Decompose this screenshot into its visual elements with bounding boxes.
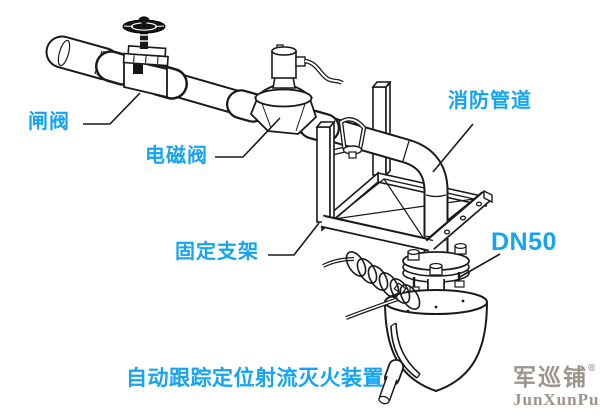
registered-mark: ® xyxy=(588,363,596,374)
gate-valve-illustration xyxy=(95,16,188,100)
solenoid-valve-illustration xyxy=(226,44,344,143)
flange-illustration xyxy=(402,242,470,300)
label-solenoid-valve: 电磁阀 xyxy=(145,145,208,167)
coil-cable-illustration xyxy=(322,251,421,320)
brand-logo-cn: 军巡铺 xyxy=(513,364,588,390)
label-gate-valve: 闸阀 xyxy=(28,111,70,133)
bracket-front-illustration xyxy=(315,119,493,252)
handwheel-illustration xyxy=(122,16,166,34)
label-device-name: 自动跟踪定位射流灭火装置 xyxy=(126,367,384,390)
pipe-clamp-illustration xyxy=(338,117,367,159)
label-fire-pipe: 消防管道 xyxy=(448,90,532,112)
brand-logo-en: JunXunPu xyxy=(513,390,600,409)
device-illustration xyxy=(378,289,488,405)
brand-logo: 军巡铺® JunXunPu xyxy=(513,363,600,409)
label-flange-size: DN50 xyxy=(491,228,557,256)
label-bracket: 固定支架 xyxy=(175,241,259,263)
leader-lines xyxy=(83,92,501,279)
nozzle-illustration xyxy=(378,359,404,405)
